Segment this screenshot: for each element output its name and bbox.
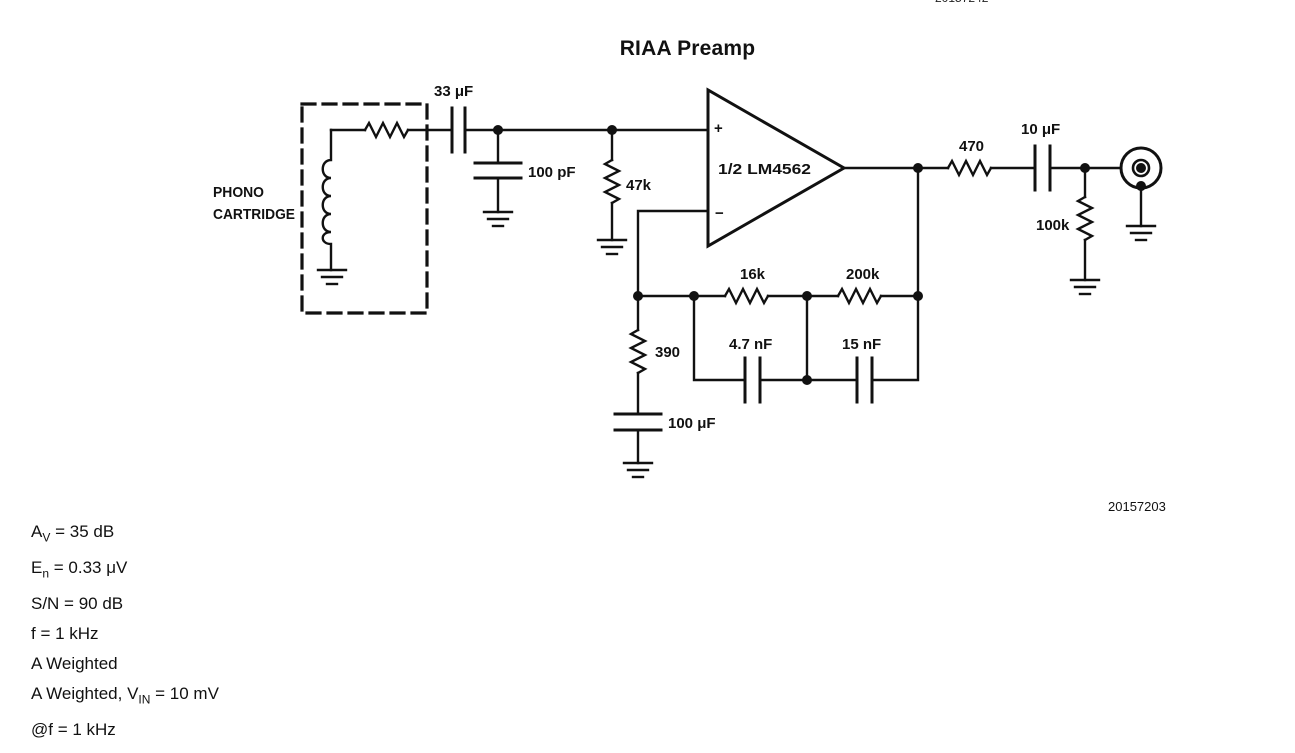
spec-noise: En = 0.33 μV <box>31 558 128 581</box>
cartridge-box <box>300 102 429 315</box>
input-ground-icon <box>596 238 628 256</box>
output-capacitor <box>1033 144 1052 192</box>
input-cap-label: 33 μF <box>434 83 473 100</box>
spec-weighting-vin: A Weighted, VIN = 10 mV <box>31 683 219 707</box>
diagram-title: RIAA Preamp <box>619 37 756 60</box>
cartridge-label-line2: CARTRIDGE <box>213 206 295 223</box>
fb-resistor-16k <box>723 286 770 306</box>
cropped-figure-code: 20157242 <box>935 0 988 5</box>
opamp-label: 1/2 LM4562 <box>718 161 811 178</box>
figure-id: 20157203 <box>1108 499 1166 514</box>
spec-at-frequency: @f = 1 kHz <box>31 719 116 739</box>
gain-capacitor <box>613 412 663 432</box>
cartridge-coil <box>321 128 333 272</box>
output-resistor <box>946 158 993 178</box>
load-resistor-label: 100k <box>1036 217 1070 234</box>
shunt-capacitor <box>473 161 523 180</box>
output-jack-icon <box>1119 146 1163 242</box>
output-cap-label: 10 μF <box>1021 121 1060 138</box>
fb-resistor-1-label: 16k <box>740 266 766 283</box>
spec-snr: S/N = 90 dB <box>31 594 124 614</box>
input-capacitor <box>450 106 467 154</box>
input-resistor <box>602 158 622 205</box>
fb-resistor-200k <box>836 286 883 306</box>
load-resistor <box>1075 195 1095 242</box>
spec-list: AV = 35 dB En = 0.33 μV S/N = 90 dB f = … <box>31 517 219 745</box>
fb-resistor-2-label: 200k <box>846 266 880 283</box>
fb-cap-2-label: 15 nF <box>842 336 881 353</box>
cartridge-label-line1: PHONO <box>213 184 264 201</box>
gain-resistor-label: 390 <box>655 344 680 361</box>
gain-cap-label: 100 μF <box>668 415 716 432</box>
spec-weighting: A Weighted <box>31 653 118 673</box>
opamp-triangle <box>706 87 848 249</box>
input-resistor-label: 47k <box>626 177 652 194</box>
shunt-cap-label: 100 pF <box>528 164 576 181</box>
spec-gain: AV = 35 dB <box>31 522 115 545</box>
gain-resistor <box>628 328 648 375</box>
gain-ground-icon <box>622 461 654 479</box>
cartridge-ground-icon <box>316 268 348 286</box>
opamp-plus-label: + <box>714 120 723 137</box>
junction-dots <box>493 125 1146 385</box>
opamp-minus-label: − <box>715 205 724 222</box>
fb-capacitor-15nF <box>855 356 874 404</box>
output-resistor-label: 470 <box>959 138 984 155</box>
spec-frequency: f = 1 kHz <box>31 624 99 644</box>
shunt-ground-icon <box>482 210 514 228</box>
cartridge-resistor <box>363 120 410 140</box>
fb-cap-1-label: 4.7 nF <box>729 336 772 353</box>
schematic: PHONO CARTRIDGE 33 μF 100 pF 47k + − 1/2… <box>213 83 1163 479</box>
load-ground-icon <box>1069 278 1101 296</box>
fb-capacitor-4.7nF <box>743 356 762 404</box>
